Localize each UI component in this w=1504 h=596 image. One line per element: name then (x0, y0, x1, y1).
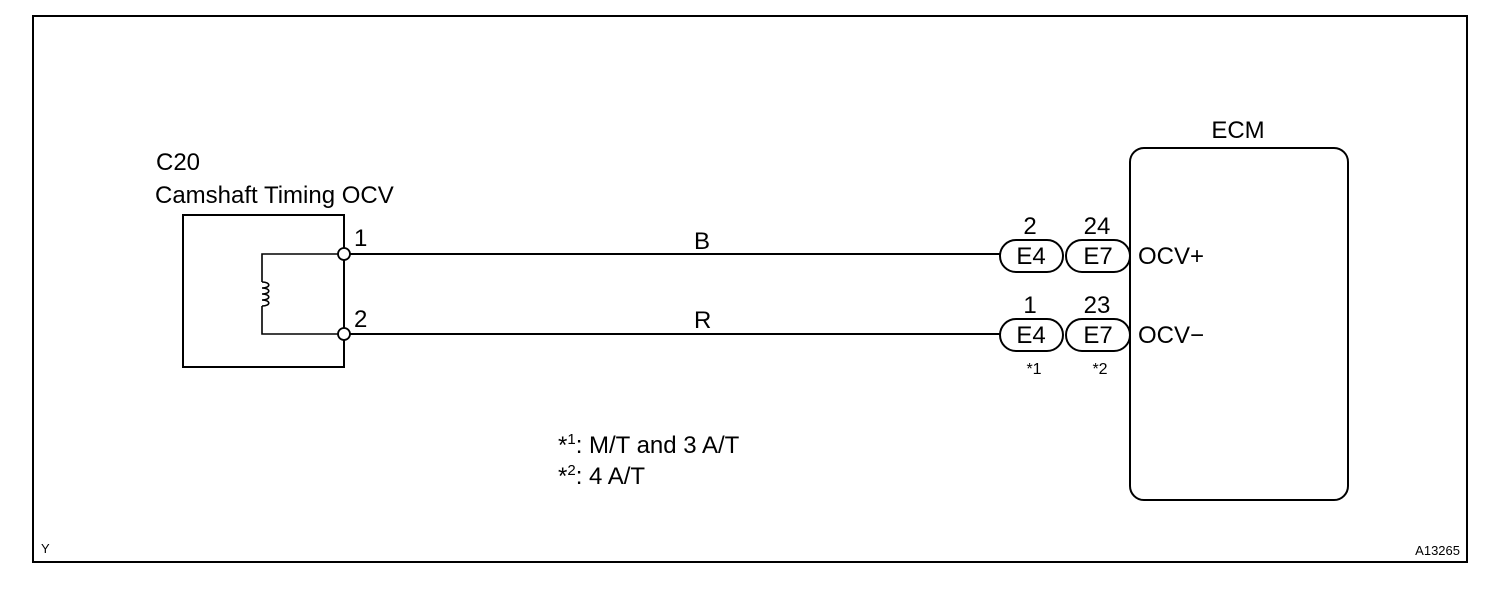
component-code: C20 (156, 149, 200, 176)
diagram-frame (32, 15, 1468, 563)
connector-e4-bottom-label: E4 (1016, 322, 1045, 349)
pin-2-label: 2 (354, 306, 367, 333)
pin-1-label: 1 (354, 225, 367, 252)
footnote-2: *2: 4 A/T (558, 462, 645, 490)
figure-id: A13265 (1415, 543, 1460, 558)
component-name: Camshaft Timing OCV (155, 182, 394, 209)
ecm-label: ECM (1211, 117, 1264, 144)
footnote-1: *1: M/T and 3 A/T (558, 431, 740, 459)
corner-label-left: Y (41, 541, 50, 556)
ocv-component-box (182, 214, 345, 368)
connector-note-2: *2 (1092, 361, 1107, 378)
ecm-box (1129, 147, 1349, 501)
connector-e7-pin-bottom: 23 (1084, 292, 1111, 319)
connector-note-1: *1 (1026, 361, 1041, 378)
pin-2-terminal (337, 327, 351, 341)
connector-e4-top (999, 239, 1064, 273)
connector-e4-bottom (999, 318, 1064, 352)
wire-r-color: R (694, 307, 711, 334)
connector-e7-pin-top: 24 (1084, 213, 1111, 240)
connector-e4-pin-top: 2 (1023, 213, 1036, 240)
wire-b-color: B (694, 228, 710, 255)
connector-e4-pin-bottom: 1 (1023, 292, 1036, 319)
pin-1-terminal (337, 247, 351, 261)
connector-e4-top-label: E4 (1016, 243, 1045, 270)
connector-e7-bottom-label: E7 (1083, 322, 1112, 349)
connector-e7-top-label: E7 (1083, 243, 1112, 270)
signal-ocv-minus: OCV− (1138, 322, 1204, 349)
solenoid-coil-icon (261, 253, 344, 335)
signal-ocv-plus: OCV+ (1138, 243, 1204, 270)
